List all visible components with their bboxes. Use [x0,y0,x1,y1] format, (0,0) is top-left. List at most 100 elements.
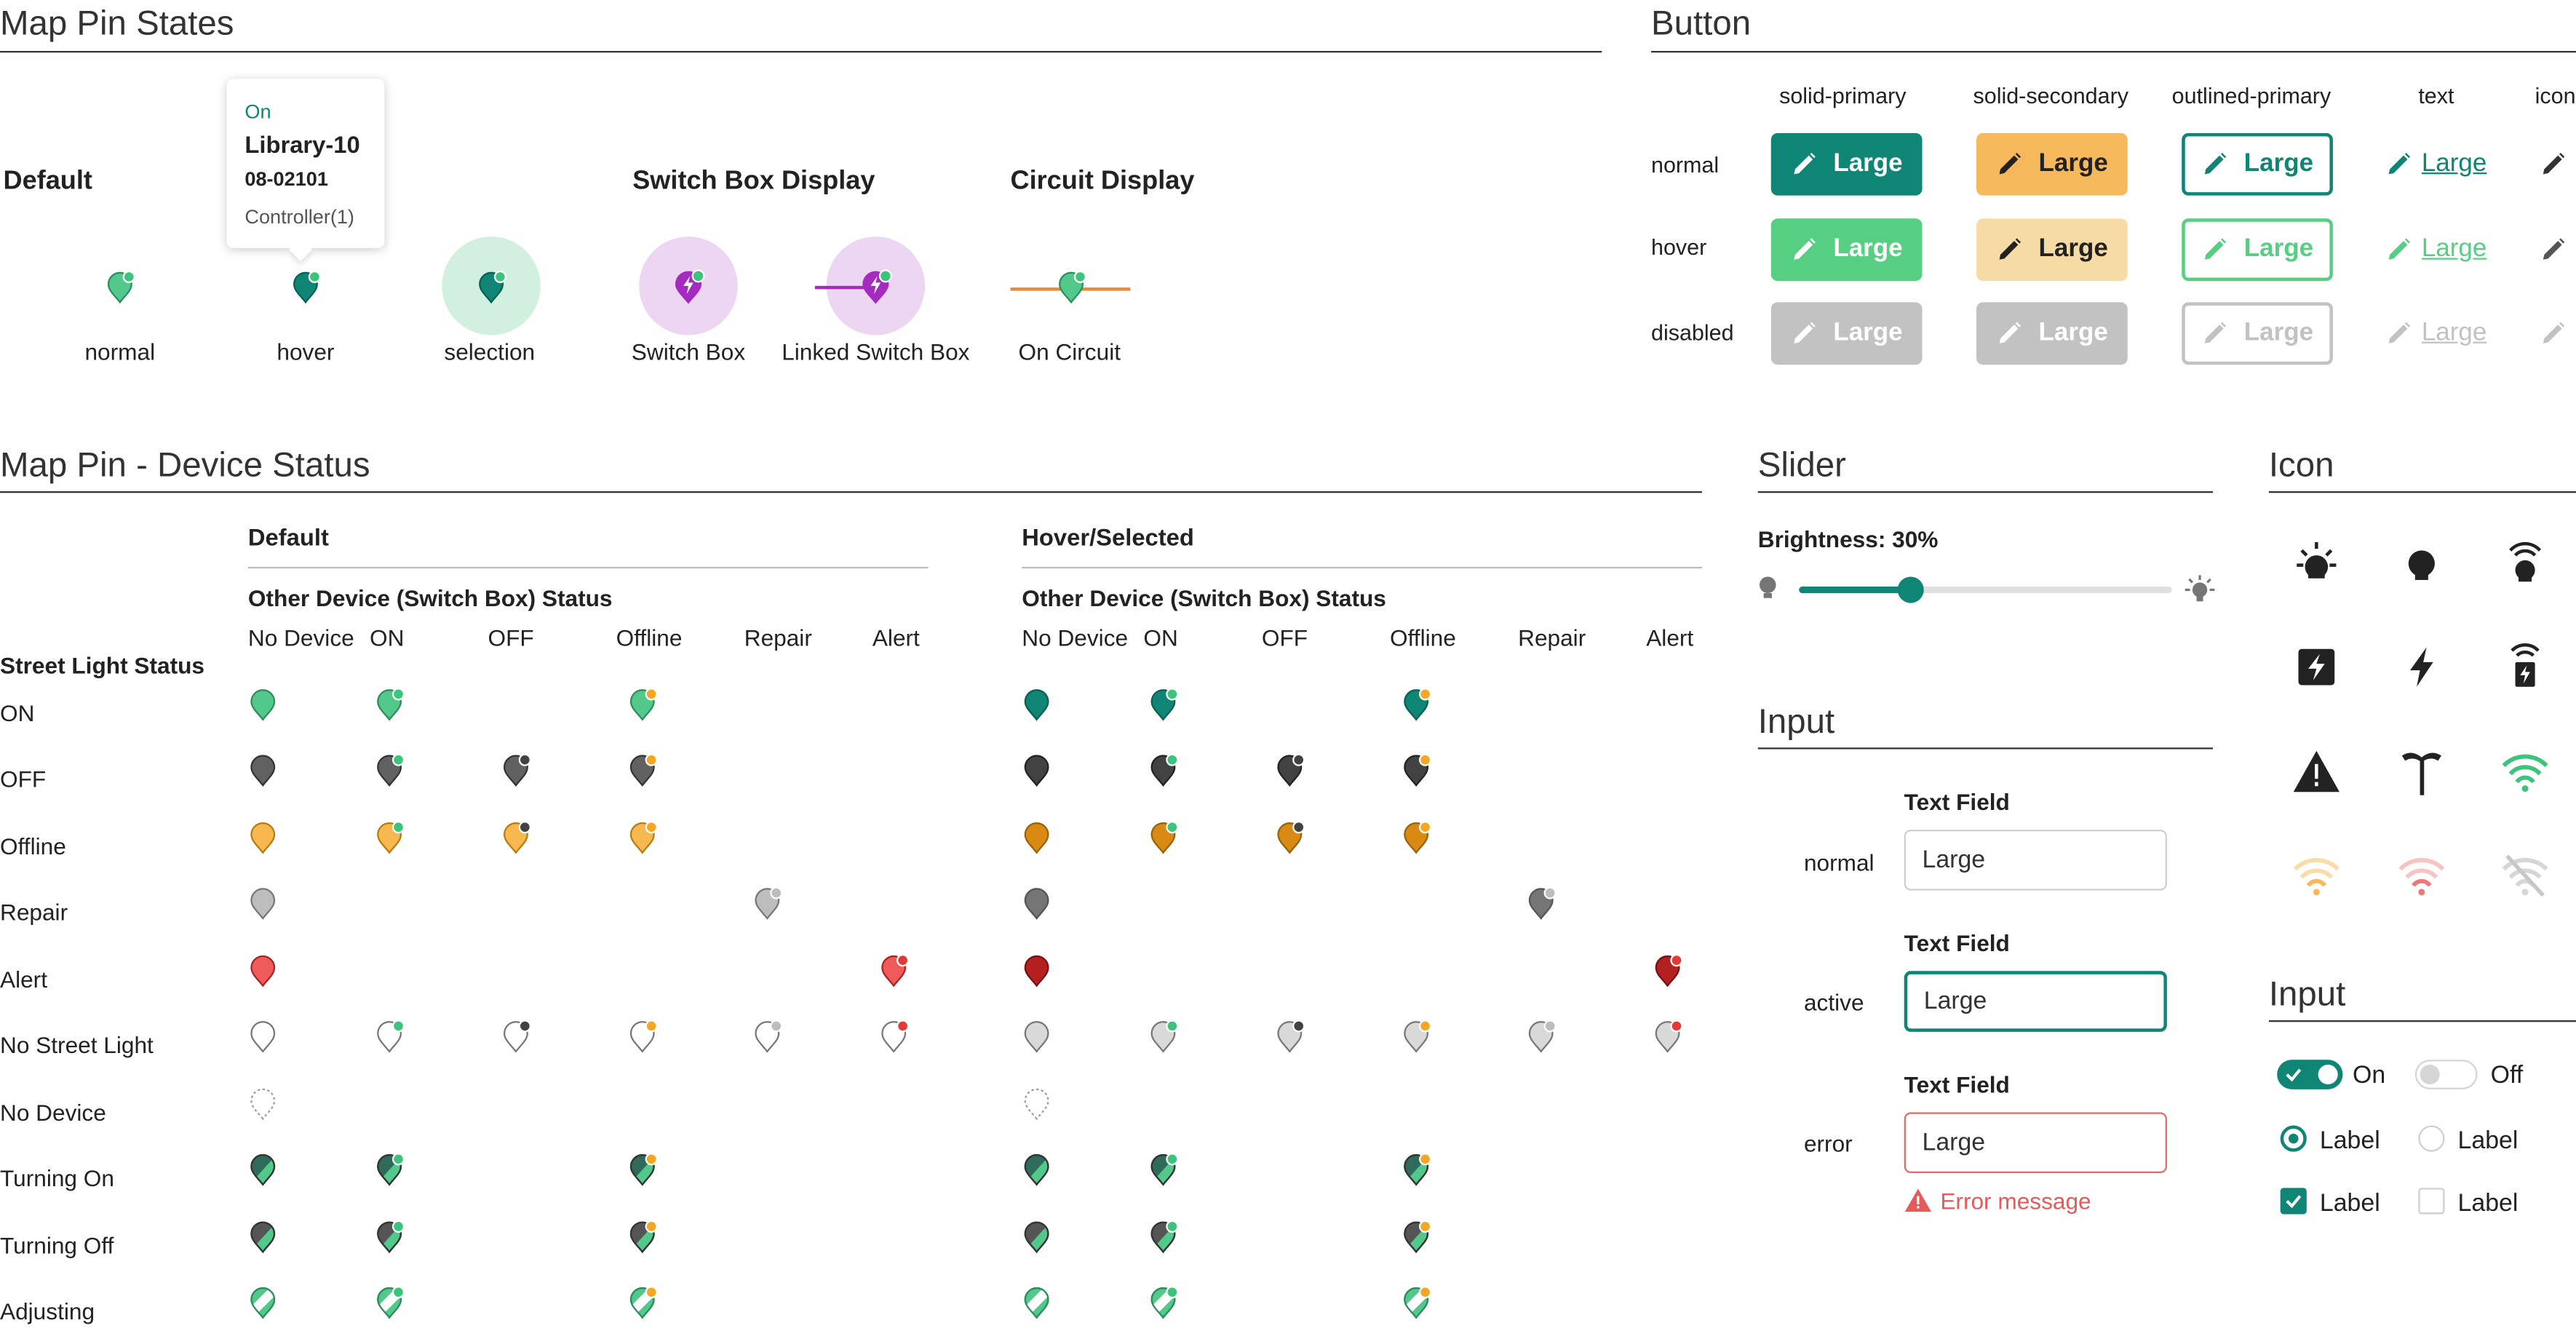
status-pin-turning-off-on-hover[interactable] [1147,1219,1180,1263]
status-pin-turning-off-on[interactable] [373,1219,405,1263]
pencil-icon [2543,238,2565,260]
status-pin-turning-on-offline[interactable] [626,1152,659,1196]
pin-normal[interactable] [103,269,136,314]
status-pin-offline-off-hover[interactable] [1273,820,1306,865]
status-pin-off-no-device[interactable] [247,752,279,797]
status-pin-turning-off-offline[interactable] [626,1219,659,1263]
status-pin-no-street-light-offline[interactable] [626,1019,659,1063]
status-pin-no-street-light-on-hover[interactable] [1147,1019,1180,1063]
status-pin-on-no-device-hover[interactable] [1020,687,1053,731]
status-pin-turning-on-no-device[interactable] [247,1152,279,1196]
text-button-disabled[interactable]: Large [2385,302,2490,365]
status-pin-alert-alert[interactable] [878,953,910,997]
status-pin-off-no-device-hover[interactable] [1020,752,1053,797]
status-pin-no-street-light-alert[interactable] [878,1019,910,1063]
status-pin-turning-on-on[interactable] [373,1152,405,1196]
outlined-primary-button-normal[interactable]: Large [2182,132,2333,196]
pin-on-circuit[interactable] [1054,269,1087,314]
status-pin-no-street-light-on[interactable] [373,1019,405,1063]
status-pin-on-on-hover[interactable] [1147,687,1180,731]
status-pin-repair-repair[interactable] [751,886,784,930]
status-pin-offline-off[interactable] [499,820,532,865]
solid-primary-button-disabled[interactable]: Large [1770,302,1923,365]
status-pin-adjusting-offline[interactable] [626,1285,659,1330]
status-pin-adjusting-on[interactable] [373,1285,405,1330]
solid-secondary-button-hover[interactable]: Large [1976,218,2128,282]
text-field-error[interactable] [1904,1112,2167,1173]
status-pin-no-device-no-device[interactable] [247,1086,279,1130]
pin-selection[interactable] [474,269,507,314]
status-pin-offline-offline-hover[interactable] [1400,820,1433,865]
status-pin-repair-no-device[interactable] [247,886,279,930]
radio-unchecked[interactable] [2418,1125,2445,1152]
status-pin-offline-on[interactable] [373,820,405,865]
status-default-label: Default [247,525,329,552]
status-pin-adjusting-on-hover[interactable] [1147,1285,1180,1330]
status-pin-off-offline[interactable] [626,752,659,797]
pin-linked-switch-box[interactable] [858,268,894,315]
caption-on-circuit: On Circuit [1018,338,1121,365]
status-pin-adjusting-offline-hover[interactable] [1400,1285,1433,1330]
status-pin-turning-off-offline-hover[interactable] [1400,1219,1433,1263]
solid-primary-button-hover[interactable]: Large [1770,218,1923,282]
outlined-primary-button-disabled[interactable]: Large [2182,302,2333,365]
icon-button-disabled[interactable] [2540,320,2566,346]
status-pin-repair-no-device-hover[interactable] [1020,886,1053,930]
status-pin-on-on[interactable] [373,687,405,731]
status-pin-alert-no-device[interactable] [247,953,279,997]
status-pin-off-off-hover[interactable] [1273,752,1306,797]
status-pin-offline-no-device-hover[interactable] [1020,820,1053,865]
status-pin-turning-off-no-device-hover[interactable] [1020,1219,1053,1263]
status-pin-off-off[interactable] [499,752,532,797]
status-pin-turning-on-no-device-hover[interactable] [1020,1152,1053,1196]
status-pin-alert-no-device-hover[interactable] [1020,953,1053,997]
slider-thumb[interactable] [1897,576,1924,603]
status-pin-alert-alert-hover[interactable] [1651,953,1684,997]
status-pin-no-device-no-device-hover[interactable] [1020,1086,1053,1130]
checkbox-checked[interactable] [2280,1188,2307,1215]
icon-button-hover[interactable] [2540,237,2566,263]
text-field-active[interactable] [1904,971,2167,1032]
status-pin-turning-off-no-device[interactable] [247,1219,279,1263]
status-pin-offline-no-device[interactable] [247,820,279,865]
text-button-normal[interactable]: Large [2385,133,2490,196]
status-pin-no-street-light-repair-hover[interactable] [1524,1019,1557,1063]
toggle-off[interactable] [2414,1060,2478,1089]
checkbox-unchecked[interactable] [2418,1188,2445,1215]
status-pin-on-offline[interactable] [626,687,659,731]
status-pin-adjusting-no-device-hover[interactable] [1020,1285,1053,1330]
outlined-primary-button-hover[interactable]: Large [2182,218,2333,282]
row-label-on: ON [0,699,35,726]
text-button-hover[interactable]: Large [2385,218,2490,281]
status-pin-repair-repair-hover[interactable] [1524,886,1557,930]
status-pin-off-offline-hover[interactable] [1400,752,1433,797]
status-pin-no-street-light-repair[interactable] [751,1019,784,1063]
icon-button-normal[interactable] [2540,151,2566,178]
solid-secondary-button-disabled[interactable]: Large [1976,302,2128,365]
status-pin-off-on[interactable] [373,752,405,797]
text-field-normal[interactable] [1904,830,2167,891]
status-pin-no-street-light-off[interactable] [499,1019,532,1063]
solid-secondary-button-normal[interactable]: Large [1976,132,2128,196]
status-pin-offline-offline[interactable] [626,820,659,865]
status-pin-turning-on-offline-hover[interactable] [1400,1152,1433,1196]
status-pin-offline-on-hover[interactable] [1147,820,1180,865]
pin-switch-box[interactable] [670,268,707,315]
status-pin-adjusting-no-device[interactable] [247,1285,279,1330]
status-pin-no-street-light-offline-hover[interactable] [1400,1019,1433,1063]
toggle-on[interactable] [2277,1060,2343,1089]
solid-primary-button-normal[interactable]: Large [1770,132,1923,196]
status-pin-no-street-light-alert-hover[interactable] [1651,1019,1684,1063]
status-pin-no-street-light-no-device[interactable] [247,1019,279,1063]
brightness-label: Brightness: 30% [1757,525,1939,552]
status-pin-no-street-light-no-device-hover[interactable] [1020,1019,1053,1063]
radio-unchecked-label: Label [2457,1127,2519,1156]
slider-track[interactable] [1799,576,2172,603]
status-pin-on-offline-hover[interactable] [1400,687,1433,731]
status-pin-on-no-device[interactable] [247,687,279,731]
status-pin-no-street-light-off-hover[interactable] [1273,1019,1306,1063]
status-pin-off-on-hover[interactable] [1147,752,1180,797]
radio-checked[interactable] [2280,1125,2307,1152]
pin-hover[interactable] [289,269,322,314]
status-pin-turning-on-on-hover[interactable] [1147,1152,1180,1196]
